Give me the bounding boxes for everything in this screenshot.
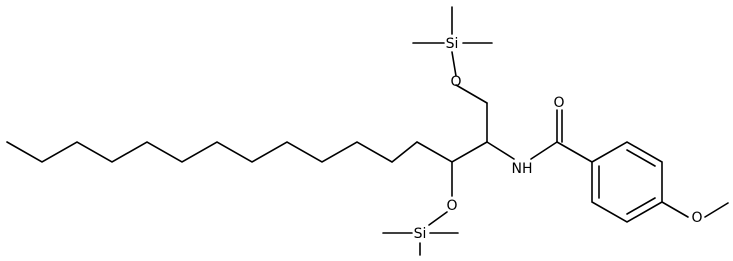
- bonds: [6, 6, 729, 256]
- alkyl-chain: [6, 141, 488, 163]
- atom-o-bottom: O: [446, 198, 457, 214]
- atom-nh: NH: [512, 161, 533, 177]
- bond-ring-o-methoxy: [661, 201, 689, 218]
- atom-o-top: O: [450, 74, 461, 90]
- benzene-ring: [591, 141, 663, 223]
- ring-double-1: [626, 149, 656, 167]
- bond-o-si-bottom: [428, 211, 448, 226]
- atom-o-carbonyl: O: [553, 95, 564, 111]
- bond-n-co: [530, 141, 558, 160]
- atom-si-top: Si: [446, 36, 459, 52]
- bond-co-ring: [556, 141, 593, 163]
- bond-o-si-top: [451, 51, 457, 77]
- atom-o-methoxy: O: [691, 210, 702, 226]
- atom-si-bottom: Si: [414, 226, 427, 242]
- bond-ch2-o-top: [455, 84, 488, 104]
- bond-c2-n: [486, 141, 515, 160]
- bond-o-ch3: [704, 202, 729, 218]
- ring-double-2: [626, 197, 656, 215]
- atom-labels: Si O O Si NH O O: [414, 36, 703, 242]
